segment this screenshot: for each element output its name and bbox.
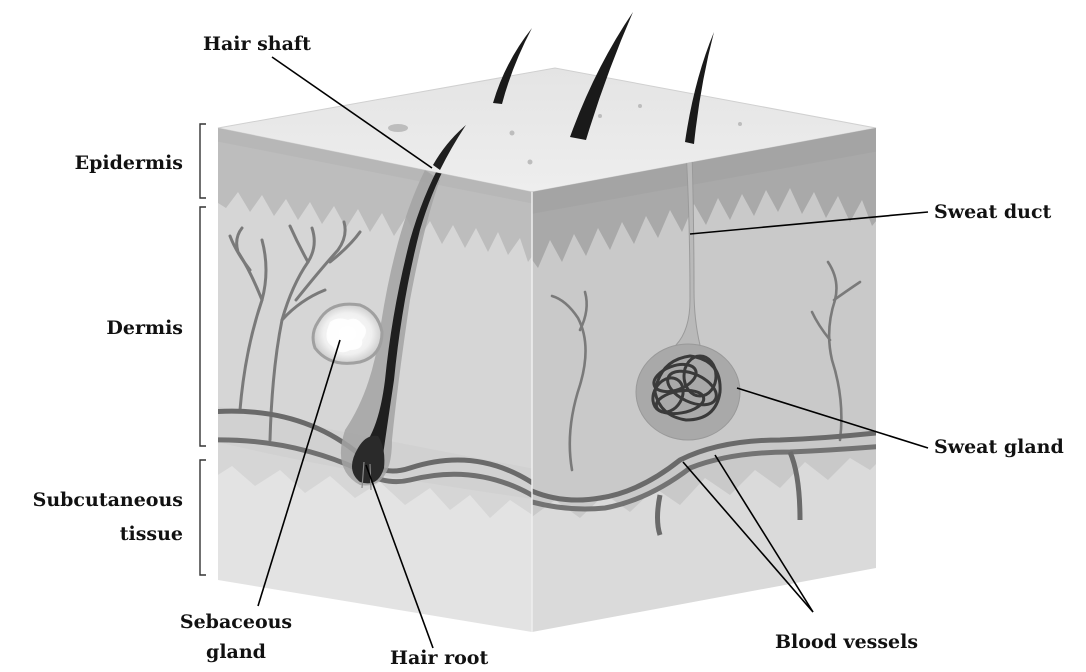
label-dermis: Dermis (106, 315, 183, 341)
label-subcutaneous-line1: Subcutaneous (33, 487, 183, 513)
sweat-gland-body (636, 344, 740, 440)
label-sweat-gland: Sweat gland (934, 434, 1064, 460)
label-epidermis: Epidermis (75, 150, 183, 176)
label-sebaceous-line1: Sebaceous (172, 609, 300, 635)
label-blood-vessels: Blood vessels (775, 629, 918, 655)
label-hair-root: Hair root (390, 645, 488, 671)
label-sweat-duct: Sweat duct (934, 199, 1051, 225)
front-face (210, 120, 540, 640)
side-face (525, 120, 885, 640)
bracket-subcutaneous (200, 460, 206, 575)
label-subcutaneous: Subcutaneous tissue (33, 487, 183, 547)
label-sebaceous-gland: Sebaceous gland (172, 609, 300, 665)
label-hair-shaft: Hair shaft (203, 31, 311, 57)
bracket-dermis (200, 207, 206, 446)
bracket-epidermis (200, 124, 206, 198)
label-sebaceous-line2: gland (172, 639, 300, 665)
label-subcutaneous-line2: tissue (33, 521, 183, 547)
